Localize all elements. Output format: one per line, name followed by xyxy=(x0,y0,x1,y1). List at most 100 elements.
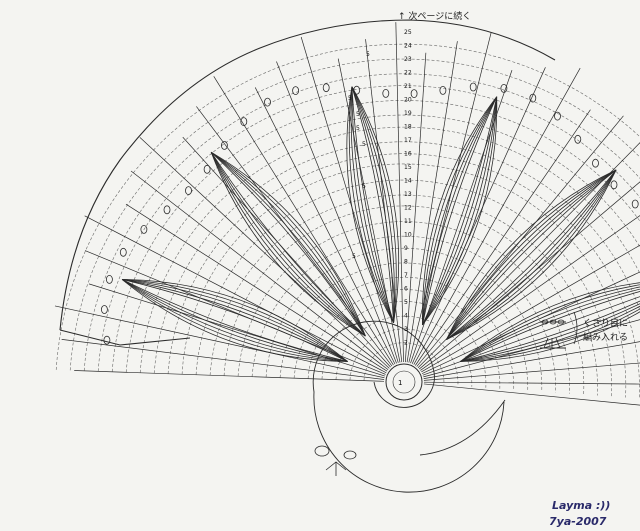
spoke-line xyxy=(423,383,640,406)
row-number: 24 xyxy=(404,43,412,50)
repeat-mark: 5 xyxy=(356,125,360,132)
picot-loop xyxy=(529,93,537,103)
picot-loop xyxy=(322,83,330,93)
picot-loop xyxy=(592,158,599,168)
leaf-curve xyxy=(446,169,617,340)
picot-loop xyxy=(240,117,248,126)
row-arc xyxy=(195,179,612,397)
leaf-curve xyxy=(460,308,640,362)
row-arc xyxy=(251,235,556,393)
row-number: 9 xyxy=(404,245,408,252)
center-ring: 1 xyxy=(385,363,423,401)
stitch-legend: くさり目に 編み入れる xyxy=(540,311,628,349)
row-arc xyxy=(111,100,640,372)
row-number: 4 xyxy=(404,313,408,320)
leaf-curve xyxy=(446,169,617,340)
leaf-curve xyxy=(210,151,366,337)
repeat-mark: 5 xyxy=(356,111,360,118)
row-number: 3 xyxy=(404,326,408,333)
spoke-line xyxy=(417,142,640,369)
leaf-curve xyxy=(422,96,498,325)
leaf-curve xyxy=(460,291,640,362)
leaf-curve xyxy=(460,311,640,362)
leaf-curve xyxy=(121,279,348,362)
spoke-line xyxy=(130,170,389,371)
picot-loop xyxy=(292,86,300,95)
leaf-curve xyxy=(210,152,366,337)
repeat-mark: 5 xyxy=(352,253,356,260)
spoke-line xyxy=(54,305,385,379)
repeat-mark: 5 xyxy=(362,183,366,190)
spoke-line xyxy=(84,215,387,374)
row-number: 15 xyxy=(404,164,412,171)
bottom-knot-motif xyxy=(314,445,357,476)
leaf-curve xyxy=(210,151,366,337)
leaf-curve xyxy=(460,282,640,362)
spoke-line xyxy=(423,341,640,379)
spoke-line xyxy=(276,61,397,364)
leaf-curve xyxy=(446,169,617,340)
spoke-line xyxy=(404,52,427,363)
leaf-curve xyxy=(422,96,498,326)
row-number: 22 xyxy=(404,70,412,77)
leaf-curve xyxy=(460,288,640,362)
spoke-line xyxy=(415,109,591,366)
picot-loop xyxy=(185,186,192,196)
picot-loop xyxy=(610,180,618,190)
row-arc xyxy=(83,73,640,371)
row-arc xyxy=(265,247,543,392)
picot-loop xyxy=(469,82,477,92)
leaf-curve xyxy=(210,151,366,337)
picot-loop xyxy=(103,335,111,345)
picot-loop xyxy=(106,274,113,284)
leaf-curve xyxy=(351,86,394,324)
picot-loop xyxy=(439,86,447,95)
picot-loop xyxy=(554,111,561,121)
row-arc xyxy=(363,342,445,385)
leaf-curve xyxy=(460,286,640,362)
picot-loop xyxy=(410,89,418,98)
picot-loop xyxy=(163,205,171,215)
spoke-line xyxy=(300,36,399,363)
row-number: 2 xyxy=(404,340,408,347)
row-number: 25 xyxy=(404,29,412,36)
row-number: 16 xyxy=(404,151,412,158)
leaf-curve xyxy=(121,279,348,362)
repeat-mark: 5 xyxy=(362,141,366,148)
row-arc xyxy=(97,85,640,372)
spoke-line xyxy=(413,67,581,365)
row-number: 8 xyxy=(404,259,408,266)
leaf-curve xyxy=(422,96,498,325)
picot-loop xyxy=(631,199,639,209)
leaf-curve xyxy=(422,96,498,325)
row-number: 12 xyxy=(404,205,412,212)
leaf-curve xyxy=(348,86,394,324)
leaf-curve xyxy=(351,86,395,323)
spoke-line xyxy=(254,87,396,365)
row-arc xyxy=(293,276,515,390)
picot-loop xyxy=(203,164,211,174)
leaf-curve xyxy=(351,86,394,323)
edge-picots xyxy=(101,82,639,345)
row-arc xyxy=(139,126,640,373)
leaf-curve xyxy=(446,169,617,340)
leaf-curve xyxy=(446,169,617,340)
picot-loop xyxy=(574,134,582,144)
row-arc xyxy=(349,328,459,386)
leaf-curve xyxy=(122,279,348,362)
picot-loop xyxy=(101,305,108,314)
repeat-mark: 5 xyxy=(366,51,370,58)
picot-loop xyxy=(119,247,127,257)
leaf-curve xyxy=(210,151,366,337)
leaf-curve xyxy=(446,169,617,340)
row-number: 21 xyxy=(404,83,412,90)
leaf-curve xyxy=(351,86,400,323)
picot-loop xyxy=(500,84,508,93)
watermark-author: Layma :)) xyxy=(552,499,610,512)
spoke-line xyxy=(139,137,390,369)
leaf-curve xyxy=(446,169,617,340)
row-number: 17 xyxy=(404,137,412,144)
